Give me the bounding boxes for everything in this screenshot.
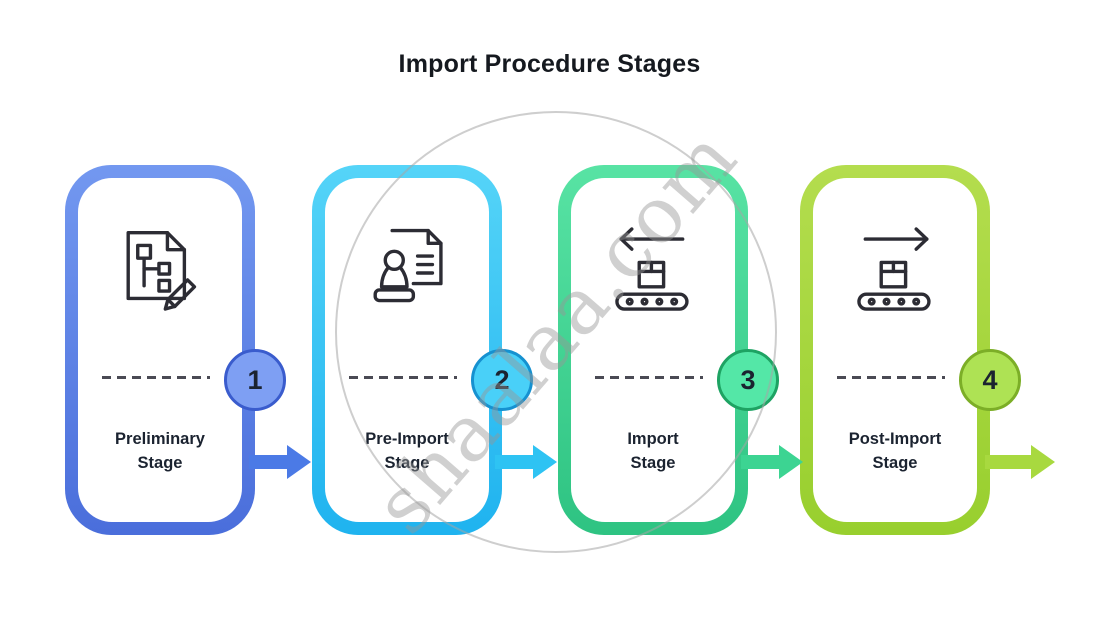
dashed-divider [102,376,210,379]
dashed-divider [837,376,945,379]
conveyor-inbound-arrow-icon [600,220,706,326]
stage-label: Post-Import Stage [813,428,977,476]
stage-card-pre-import: Pre-Import Stage 2 [312,165,533,535]
stage-label-line1: Post-Import [848,430,942,448]
conveyor-outbound-arrow-icon [842,220,948,326]
dashed-divider [349,376,457,379]
stage-card-preliminary: Preliminary Stage 1 [65,165,286,535]
stage-card-import: Import Stage 3 [558,165,779,535]
stage-label-line1: Preliminary [115,430,205,448]
connector-arrow-2 [495,443,559,481]
card-body: Preliminary Stage 1 [78,178,286,522]
connector-arrow-1 [249,443,313,481]
stage-label: Pre-Import Stage [325,428,489,476]
document-flowchart-pencil-icon [107,220,213,326]
stage-label: Preliminary Stage [78,428,242,476]
stage-label-line2: Stage [872,453,918,472]
stage-label-line2: Stage [384,453,430,472]
stage-label-line2: Stage [137,453,183,472]
stage-label-line2: Stage [630,453,676,472]
stamp-document-icon [354,220,460,326]
stage-label: Import Stage [571,428,735,476]
stage-number-badge: 3 [717,349,779,411]
connector-arrow-4 [985,443,1057,481]
connector-arrow-3 [741,443,805,481]
stage-number-badge: 2 [471,349,533,411]
stage-card-post-import: Post-Import Stage 4 [800,165,1021,535]
stage-number-badge: 1 [224,349,286,411]
stage-number-badge: 4 [959,349,1021,411]
diagram-title: Import Procedure Stages [398,50,701,78]
stage-label-line1: Pre-Import [365,430,449,448]
card-body: Pre-Import Stage 2 [325,178,533,522]
card-body: Import Stage 3 [571,178,779,522]
stage-label-line1: Import [627,430,679,448]
dashed-divider [595,376,703,379]
card-body: Post-Import Stage 4 [813,178,1021,522]
